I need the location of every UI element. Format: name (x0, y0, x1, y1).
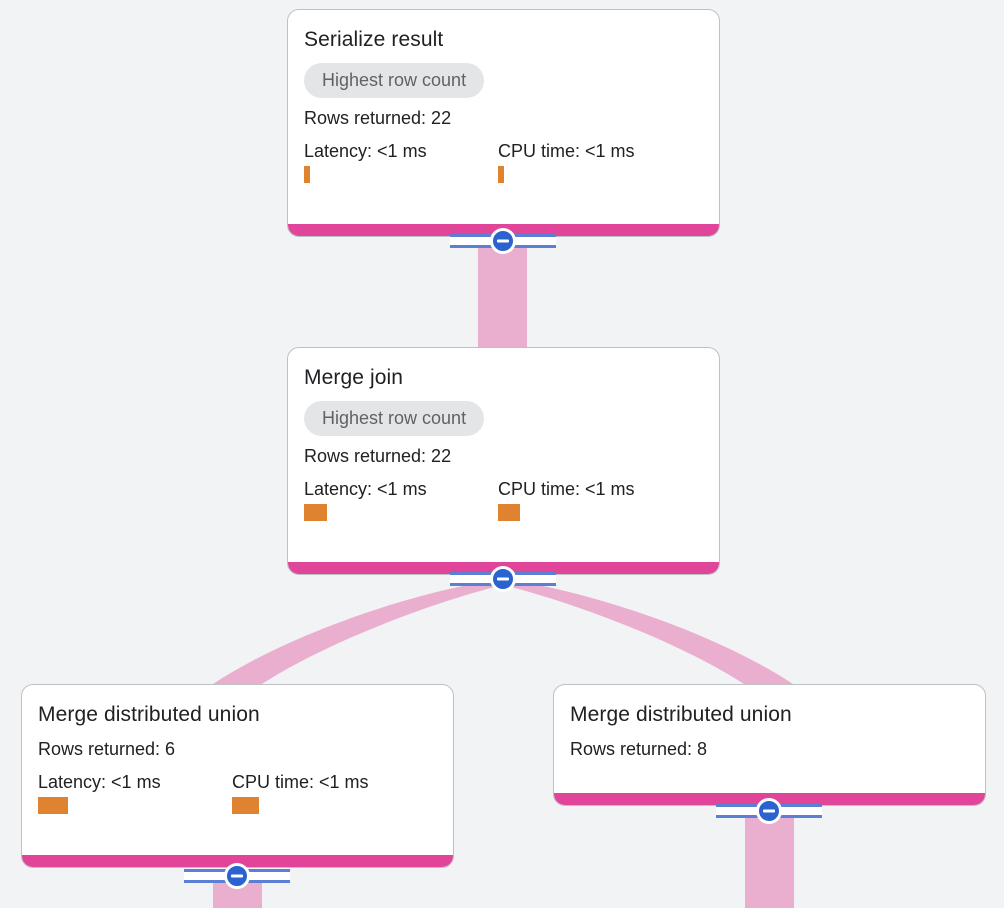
node-badge-highest-row-count: Highest row count (304, 63, 485, 98)
minus-icon[interactable] (490, 228, 516, 254)
node-title: Serialize result (304, 28, 444, 51)
metric-latency-bar (38, 797, 68, 814)
collapse-toggle-serialize-result[interactable] (450, 227, 556, 255)
metric-latency-bar (304, 504, 327, 521)
node-rows-returned: Rows returned: 22 (304, 446, 452, 466)
metric-cpu-time-label: CPU time: <1 ms (498, 479, 635, 499)
node-title: Merge join (304, 366, 404, 389)
metric-latency: Latency: <1 ms (304, 140, 498, 183)
metric-latency: Latency: <1 ms (38, 771, 232, 814)
edge-serialize-to-merge-join (478, 241, 527, 347)
metric-latency: Latency: <1 ms (304, 478, 498, 521)
node-merge-join[interactable]: Merge join Highest row count Rows return… (287, 347, 720, 575)
node-serialize-result[interactable]: Serialize result Highest row count Rows … (287, 9, 720, 237)
collapse-toggle-union-right[interactable] (716, 797, 822, 825)
node-metrics: Latency: <1 ms CPU time: <1 ms (38, 771, 437, 814)
edge-merge-join-to-union-right (503, 579, 793, 684)
edge-merge-join-to-union-left (213, 579, 503, 684)
metric-cpu-time-label: CPU time: <1 ms (232, 772, 369, 792)
metric-cpu-time: CPU time: <1 ms (498, 140, 635, 183)
minus-icon[interactable] (490, 566, 516, 592)
metric-cpu-time-label: CPU time: <1 ms (498, 141, 635, 161)
metric-latency-label: Latency: <1 ms (38, 772, 161, 792)
minus-icon[interactable] (756, 798, 782, 824)
edge-union-left-out (213, 876, 262, 908)
node-merge-distributed-union-left[interactable]: Merge distributed union Rows returned: 6… (21, 684, 454, 868)
metric-cpu-time-bar (498, 166, 504, 183)
node-badge-highest-row-count: Highest row count (304, 401, 485, 436)
node-rows-returned: Rows returned: 22 (304, 108, 452, 128)
minus-icon[interactable] (224, 863, 250, 889)
node-merge-distributed-union-right[interactable]: Merge distributed union Rows returned: 8 (553, 684, 986, 806)
metric-cpu-time-bar (498, 504, 520, 521)
node-metrics: Latency: <1 ms CPU time: <1 ms (304, 478, 703, 521)
node-title: Merge distributed union (570, 703, 792, 726)
collapse-toggle-union-left[interactable] (184, 862, 290, 890)
collapse-toggle-merge-join[interactable] (450, 565, 556, 593)
edge-union-right-out (745, 811, 794, 908)
metric-cpu-time-bar (232, 797, 259, 814)
node-title: Merge distributed union (38, 703, 260, 726)
node-status-bar (22, 855, 453, 867)
metric-latency-bar (304, 166, 310, 183)
metric-latency-label: Latency: <1 ms (304, 141, 427, 161)
metric-latency-label: Latency: <1 ms (304, 479, 427, 499)
metric-cpu-time: CPU time: <1 ms (232, 771, 369, 814)
metric-cpu-time: CPU time: <1 ms (498, 478, 635, 521)
node-rows-returned: Rows returned: 8 (570, 739, 708, 759)
node-metrics: Latency: <1 ms CPU time: <1 ms (304, 140, 703, 183)
node-rows-returned: Rows returned: 6 (38, 739, 176, 759)
